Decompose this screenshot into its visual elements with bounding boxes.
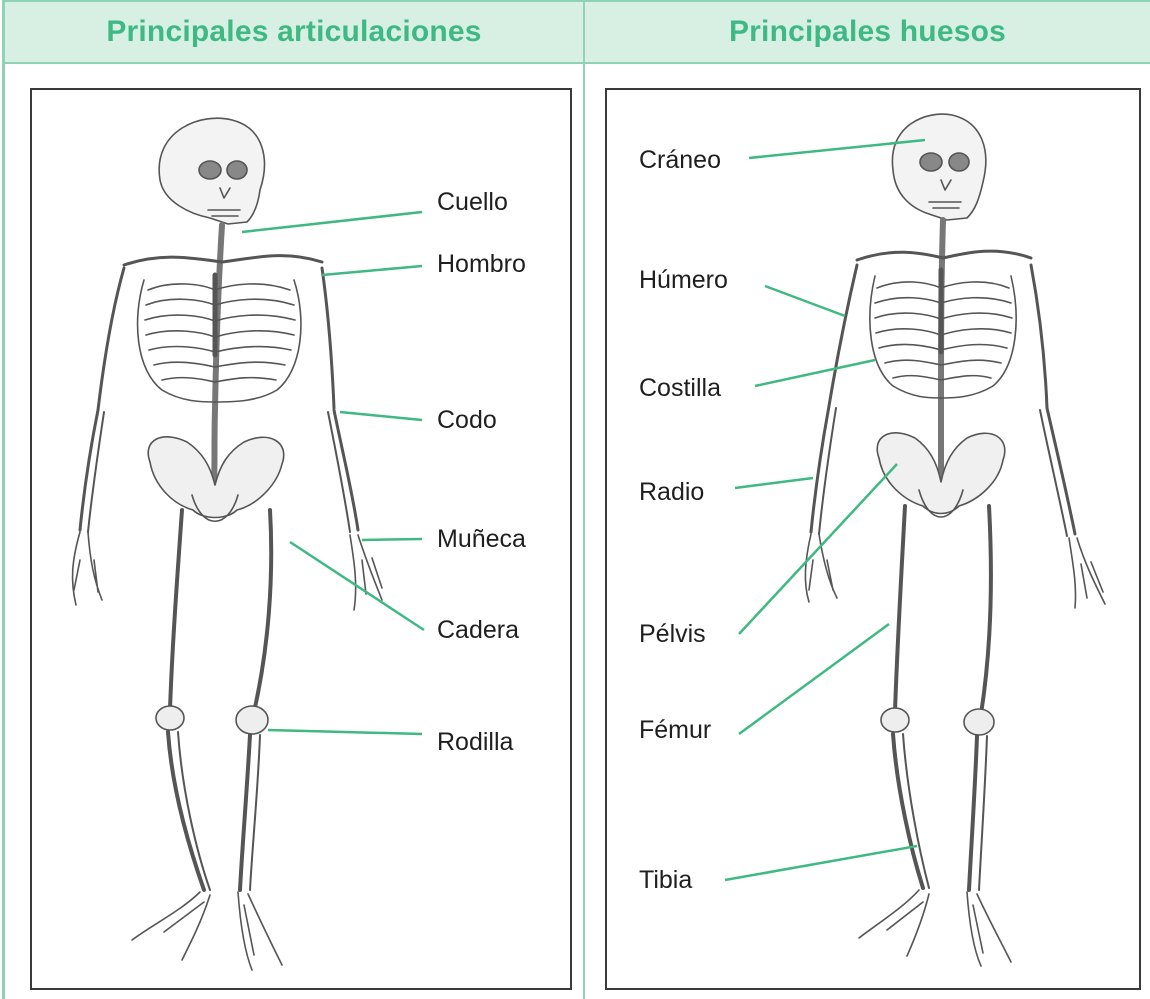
label-humero: Húmero (639, 266, 728, 295)
bones-skeleton-figure (607, 90, 1141, 990)
bones-heading: Principales huesos (729, 15, 1006, 49)
label-codo: Codo (437, 406, 497, 435)
label-cadera: Cadera (437, 616, 519, 645)
label-costilla: Costilla (639, 374, 721, 403)
label-pelvis: Pélvis (639, 620, 706, 649)
leader-line-costilla (755, 360, 875, 386)
label-cuello: Cuello (437, 188, 508, 217)
leader-line-hombro (322, 266, 422, 275)
skeleton-illustration (73, 118, 382, 970)
leader-line-humero (765, 286, 845, 316)
label-femur: Fémur (639, 716, 711, 745)
leader-line-codo (340, 412, 422, 420)
label-tibia: Tibia (639, 866, 692, 895)
leader-line-femur (739, 624, 889, 734)
leader-line-rodilla (268, 730, 422, 734)
joints-heading: Principales articulaciones (106, 15, 481, 49)
leader-line-cadera (290, 542, 424, 630)
joints-header: Principales articulaciones (5, 0, 583, 64)
skeleton-illustration (805, 114, 1105, 966)
label-radio: Radio (639, 478, 704, 507)
leader-line-pelvis (739, 464, 897, 634)
bones-header: Principales huesos (585, 0, 1150, 64)
leader-line-radio (735, 478, 813, 488)
label-muneca: Muñeca (437, 525, 526, 554)
label-hombro: Hombro (437, 250, 526, 279)
bones-panel: Cráneo Húmero Costilla Radio Pélvis Fému… (605, 88, 1141, 990)
joints-panel: Cuello Hombro Codo Muñeca Cadera Rodilla (30, 88, 572, 990)
leader-line-tibia (725, 846, 917, 880)
leader-line-cuello (242, 212, 422, 232)
joints-column: Principales articulaciones (2, 0, 585, 999)
label-craneo: Cráneo (639, 146, 721, 175)
label-rodilla: Rodilla (437, 728, 513, 757)
bones-column: Principales huesos (583, 0, 1150, 999)
leader-line-muneca (362, 539, 422, 540)
